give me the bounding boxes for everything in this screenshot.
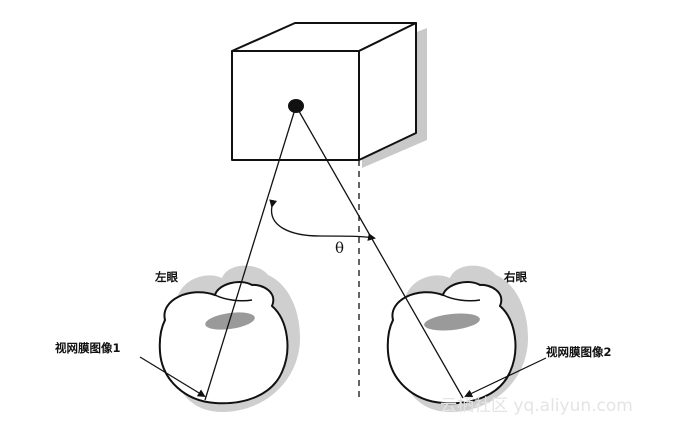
right-eye-outline [386, 281, 517, 405]
right-eye-label: 右眼 [503, 270, 527, 284]
angle-arc [269, 199, 376, 241]
retina-image-2-pointer [464, 357, 547, 398]
left-eye-cornea-line [214, 294, 253, 302]
right-eye-iris [424, 313, 480, 331]
retina-image-2-label: 视网膜图像2 [546, 345, 612, 359]
left-eye-label: 左眼 [154, 270, 178, 284]
left-sight-line [204, 105, 297, 401]
angle-theta-label: θ [335, 239, 344, 257]
retina-image-1-label: 视网膜图像1 [55, 341, 121, 355]
watermark: 云栖社区 yq.aliyun.com [440, 396, 633, 416]
right-eye [386, 265, 528, 412]
left-eye-outline [158, 281, 289, 405]
right-eye-cornea-line [442, 294, 481, 302]
right-sight-line [295, 105, 464, 399]
retina-image-1-pointer [139, 356, 206, 398]
cube [231, 22, 417, 161]
left-eye [158, 265, 300, 412]
